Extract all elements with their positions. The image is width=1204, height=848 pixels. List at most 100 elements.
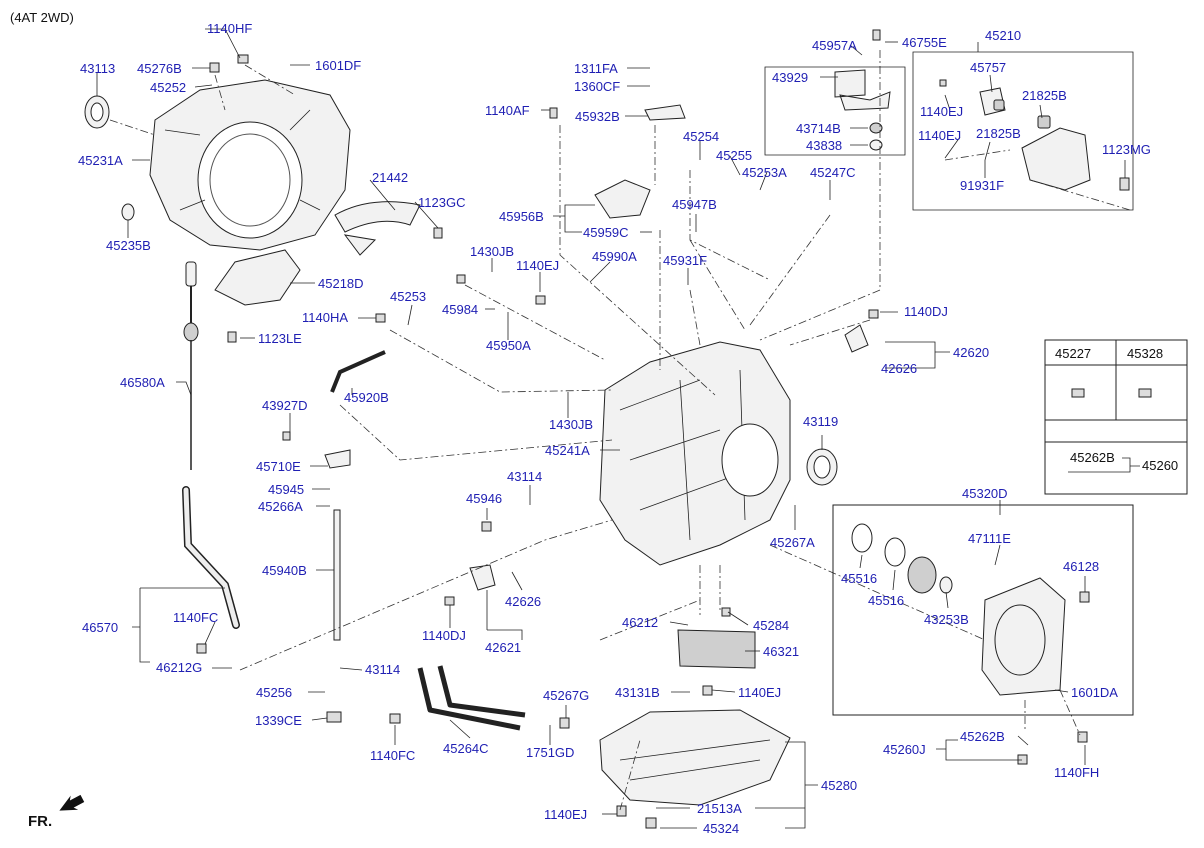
washer-43838-part: [869, 139, 883, 151]
part-label: 45710E: [256, 459, 301, 474]
part-label: 45253: [390, 289, 426, 304]
variant-label: (4AT 2WD): [10, 10, 74, 25]
table-header-2: 45328: [1127, 346, 1163, 361]
oil-seal-43113-part: [84, 95, 110, 129]
part-label: 1751GD: [526, 745, 574, 760]
part-label: 42626: [505, 594, 541, 609]
assembly-centerlines: [109, 50, 1131, 811]
switch-45956b-part: [594, 179, 651, 219]
piston-part: [907, 556, 937, 594]
sensor-42621-part: [469, 564, 496, 591]
converter-housing-part: [149, 79, 351, 251]
part-label: 45247C: [810, 165, 856, 180]
part-label: 45267A: [770, 535, 815, 550]
oil-filter-46321-part: [677, 629, 756, 669]
leader-lines: [96, 28, 1134, 829]
part-label: 45757: [970, 60, 1006, 75]
dipstick-46580a-part: [183, 261, 199, 470]
part-label: 45920B: [344, 390, 389, 405]
part-label: 1123GC: [418, 195, 465, 210]
part-label: 1140DJ: [904, 304, 948, 319]
group-box-45320d: [832, 504, 1134, 716]
part-label: 45252: [150, 80, 186, 95]
bolts-part: [196, 29, 1152, 829]
part-reference-table: [1044, 339, 1188, 495]
part-label: 1339CE: [255, 713, 302, 728]
part-label: 1140EJ: [738, 685, 781, 700]
part-label: 43929: [772, 70, 808, 85]
part-label: 43119: [803, 414, 838, 429]
part-label: 46580A: [120, 375, 165, 390]
table-sub-label: 45262B: [1070, 450, 1115, 465]
part-label: 43838: [806, 138, 842, 153]
part-label: 1123MG: [1102, 142, 1151, 157]
part-label: 45940B: [262, 563, 307, 578]
part-label: 46128: [1063, 559, 1099, 574]
part-label: 47111E: [968, 531, 1011, 546]
part-label: 1140EJ: [918, 128, 961, 143]
part-label: 91931F: [960, 178, 1004, 193]
part-label: 1360CF: [574, 79, 620, 94]
part-label: 45950A: [486, 338, 531, 353]
part-label: 46755E: [902, 35, 947, 50]
part-label: 45241A: [545, 443, 590, 458]
bushing-43253b-part: [939, 576, 953, 594]
part-label: 21513A: [697, 801, 742, 816]
part-label: 45231A: [78, 153, 123, 168]
part-label: 45945: [268, 482, 304, 497]
part-label: 1140FH: [1054, 765, 1099, 780]
part-label: 43131B: [615, 685, 660, 700]
part-label: 43114: [365, 662, 400, 677]
part-label: 1140HA: [302, 310, 348, 325]
rod-45920b-part: [330, 350, 386, 393]
part-label: 1430JB: [549, 417, 593, 432]
part-label: 1140FC: [173, 610, 218, 625]
part-label: 45260J: [883, 742, 926, 757]
lever-45710e-part: [324, 449, 351, 469]
bracket-45218d-part: [214, 249, 301, 306]
part-label: 1140EJ: [920, 104, 963, 119]
part-label: 45264C: [443, 741, 489, 756]
part-label: 1140HF: [207, 21, 252, 36]
plug-45235b-part: [121, 203, 135, 221]
table-header-1: 45227: [1055, 346, 1091, 361]
part-label: 43113: [80, 61, 115, 76]
part-label: 45254: [683, 129, 719, 144]
part-label: 1601DF: [315, 58, 361, 73]
part-label: 45324: [703, 821, 739, 836]
part-label: 43253B: [924, 612, 969, 627]
part-label: 42626: [881, 361, 917, 376]
bracket-45932b-part: [644, 104, 686, 121]
part-label: 1140AF: [485, 103, 530, 118]
part-label: 45320D: [962, 486, 1008, 501]
transaxle-case-part: [599, 341, 791, 566]
part-label: 1601DA: [1071, 685, 1118, 700]
part-label: 1140FC: [370, 748, 415, 763]
part-label: 45516: [868, 593, 904, 608]
bracket-43929-part: [834, 69, 891, 111]
part-label: 46212G: [156, 660, 202, 675]
oil-pan-45280-part: [599, 709, 791, 806]
part-label: 45256: [256, 685, 292, 700]
part-label: 45235B: [106, 238, 151, 253]
part-label: 45218D: [318, 276, 364, 291]
part-label: 45957A: [812, 38, 857, 53]
part-label: 45947B: [672, 197, 717, 212]
part-label: 42620: [953, 345, 989, 360]
part-label: 45946: [466, 491, 502, 506]
part-label: 45516: [841, 571, 877, 586]
cover-21442-part: [334, 201, 421, 256]
part-label: 1430JB: [470, 244, 514, 259]
part-label: 45284: [753, 618, 789, 633]
part-label: 43114: [507, 469, 542, 484]
part-label: 45280: [821, 778, 857, 793]
part-label: 45984: [442, 302, 478, 317]
part-label: 21825B: [1022, 88, 1067, 103]
part-label: 45262B: [960, 729, 1005, 744]
part-label: 43927D: [262, 398, 308, 413]
part-label: 45210: [985, 28, 1021, 43]
part-label: 45931F: [663, 253, 707, 268]
part-label: 42621: [485, 640, 521, 655]
part-label: 45255: [716, 148, 752, 163]
